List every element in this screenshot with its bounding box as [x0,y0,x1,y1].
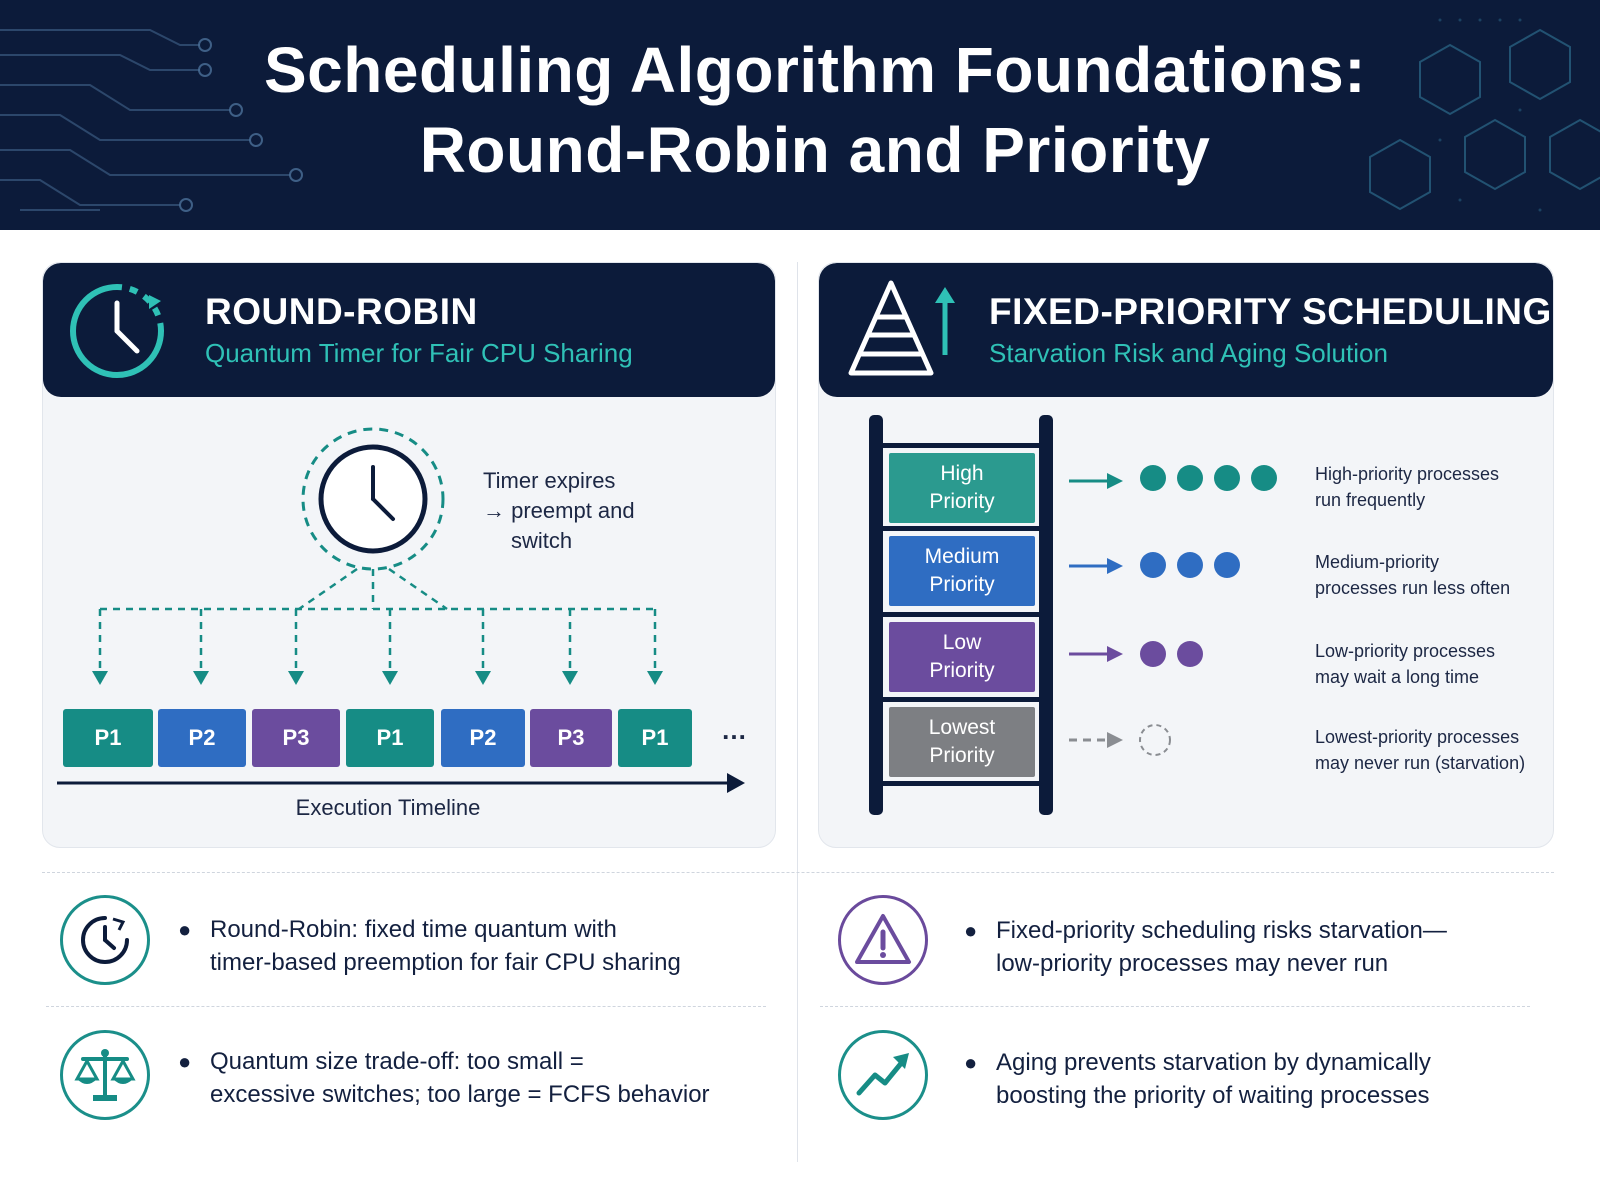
timeline-label: Execution Timeline [295,795,481,820]
section-separator [42,872,1554,873]
timer-dashed-ring [301,427,445,571]
bullet-line: Quantum size trade-off: too small = [210,1048,584,1075]
time-slot: P2 [158,709,246,767]
bullet-separator [820,1006,1530,1007]
bullet-aging-solution: ● Aging prevents starvation by dynamical… [964,1046,1431,1112]
circuit-decoration [0,18,1600,212]
bullet-line: boosting the priority of waiting process… [996,1082,1430,1109]
level-label: Low [942,631,982,654]
page-title: Scheduling Algorithm Foundations: Round-… [0,30,1600,190]
bullet-quantum-tradeoff: ● Quantum size trade-off: too small = ex… [178,1045,710,1111]
bullet-starvation-risk: ● Fixed-priority scheduling risks starva… [964,914,1447,980]
bullet-separator [46,1006,766,1007]
bullet-line: Round-Robin: fixed time quantum with [210,916,617,943]
round-robin-panel: ROUND-ROBIN Quantum Timer for Fair CPU S… [42,262,776,848]
description-line: run frequently [1315,490,1426,510]
priority-description-high: High-priority processes run frequently [1315,461,1551,513]
timer-annotation-line: Timer expires [483,468,616,493]
warning-icon [838,895,928,985]
level-label: Priority [929,659,995,682]
priority-description-lowest: Lowest-priority processes may never run … [1315,724,1551,776]
level-label: Priority [929,573,995,596]
pyramid-priority-icon [848,280,955,376]
description-line: Lowest-priority processes [1315,727,1520,747]
trend-up-icon [838,1030,928,1120]
round-robin-subtitle: Quantum Timer for Fair CPU Sharing [205,338,633,368]
priority-description-low: Low-priority processes may wait a long t… [1315,638,1551,690]
bullet-line: timer-based preemption for fair CPU shar… [210,949,681,976]
ladder-rail-right [1039,415,1053,815]
round-robin-diagram [57,427,745,793]
bullet-line: excessive switches; too large = FCFS beh… [210,1081,710,1108]
timer-annotation-line: → preempt and [483,498,635,523]
description-line: Low-priority processes [1315,641,1496,661]
description-line: may never run (starvation) [1315,753,1526,773]
title-line-2: Round-Robin and Priority [419,114,1211,186]
title-line-1: Scheduling Algorithm Foundations: [263,34,1367,106]
time-slot: P1 [618,709,692,767]
description-line: High-priority processes [1315,464,1500,484]
priority-header: FIXED-PRIORITY SCHEDULING Starvation Ris… [819,263,1553,397]
high-priority-processes [1140,465,1277,491]
level-label: Medium [924,545,1000,568]
priority-ladder-diagram [869,415,1277,815]
timeline-arrowhead [727,773,745,793]
low-priority-processes [1140,641,1203,667]
level-label: High [940,462,984,485]
priority-panel: FIXED-PRIORITY SCHEDULING Starvation Ris… [818,262,1554,848]
round-robin-header: ROUND-ROBIN Quantum Timer for Fair CPU S… [43,263,775,397]
priority-description-medium: Medium-priority processes run less often [1315,549,1551,601]
level-label: Priority [929,744,995,767]
column-divider [797,262,798,1162]
timeline-ellipsis: … [721,715,749,745]
timer-annotation-line: switch [511,528,573,553]
round-robin-title: ROUND-ROBIN [205,291,478,332]
description-line: processes run less often [1315,578,1511,598]
starved-process-placeholder [1139,724,1171,756]
time-slot: P1 [63,709,153,767]
level-label: Priority [929,490,995,513]
priority-title: FIXED-PRIORITY SCHEDULING [989,291,1552,332]
level-label: Lowest [928,716,996,739]
timer-annotation: Timer expires → preempt and switch [483,466,683,556]
bullet-line: Fixed-priority scheduling risks starvati… [996,917,1447,944]
description-line: Medium-priority [1315,552,1440,572]
header-banner: Scheduling Algorithm Foundations: Round-… [0,0,1600,230]
medium-priority-processes [1140,552,1240,578]
time-slot: P3 [530,709,612,767]
description-line: may wait a long time [1315,667,1480,687]
bullet-line: Aging prevents starvation by dynamically [996,1049,1431,1076]
ladder-rail-left [869,415,883,815]
time-slot: P1 [346,709,434,767]
stopwatch-icon [60,895,150,985]
balance-scale-icon [60,1030,150,1120]
bullet-line: low-priority processes may never run [996,950,1389,977]
priority-subtitle: Starvation Risk and Aging Solution [989,338,1388,368]
timer-icon [70,284,164,378]
time-slot: P3 [252,709,340,767]
bullet-round-robin-quantum: ● Round-Robin: fixed time quantum with t… [178,913,681,979]
time-slot: P2 [441,709,525,767]
